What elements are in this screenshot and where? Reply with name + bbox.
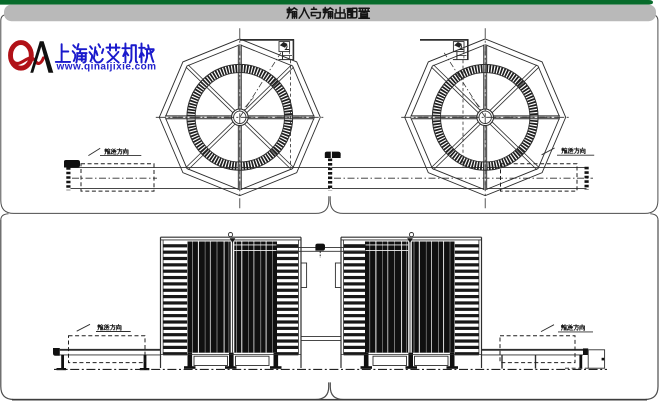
svg-text:www.qinaijixie.com: www.qinaijixie.com: [56, 62, 157, 73]
